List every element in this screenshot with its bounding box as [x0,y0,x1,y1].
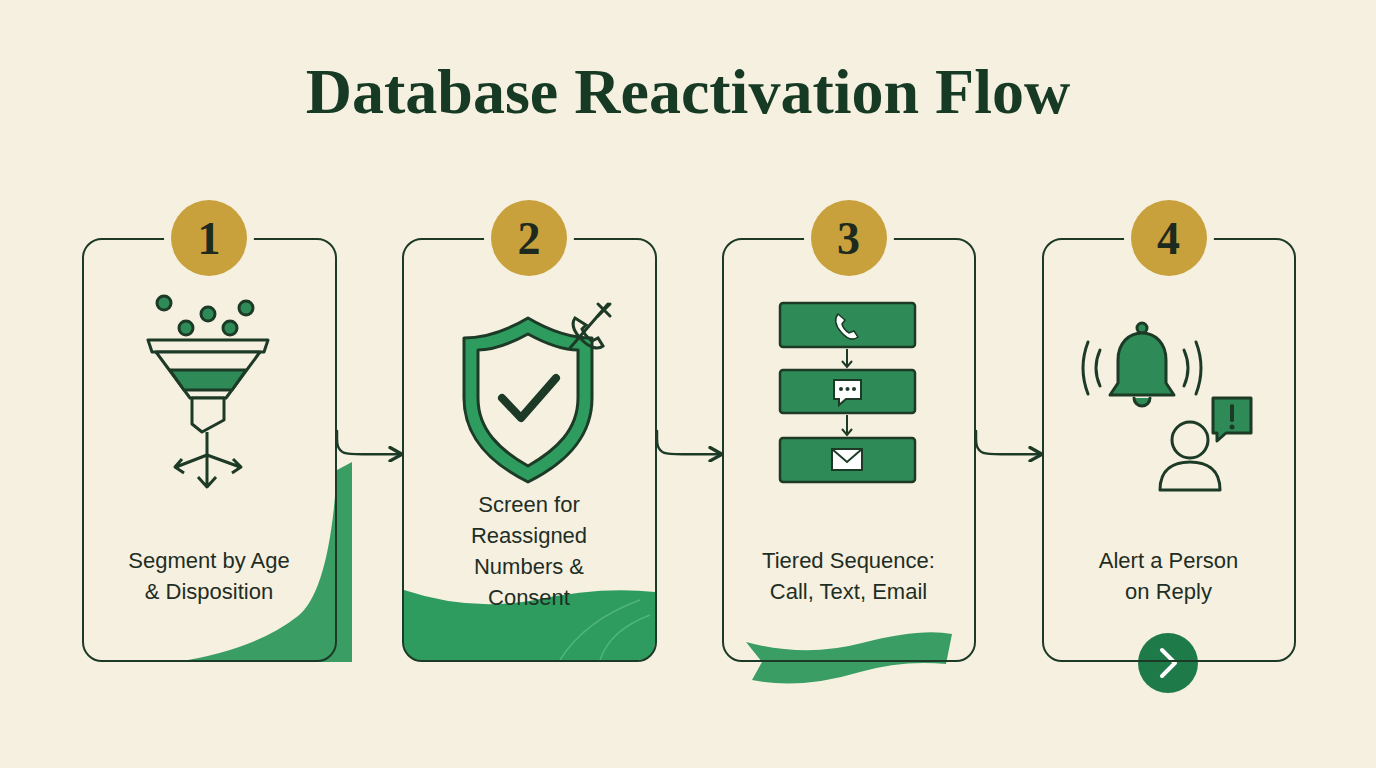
process-box: 3Tiered Sequence: Call, Text, Email [722,238,976,662]
funnel-icon [192,398,224,432]
alert-icon [1213,398,1251,441]
sequence-icon [846,387,850,391]
alert-icon [1160,462,1220,490]
flow-arrow [337,431,402,454]
alert-icon [1230,406,1234,420]
alert-icon [1134,398,1150,406]
step-number: 1 [171,200,247,276]
alert-icon [1172,422,1208,458]
sequence-icon [780,303,915,347]
next-button [1138,633,1198,693]
funnel-icon [148,340,268,352]
blocked-phone-icon [598,304,610,316]
blocked-phone-icon [573,318,603,348]
next-button [1162,650,1175,676]
sequence-icon [852,387,856,391]
funnel-icon [207,455,241,473]
funnel-icon [156,352,260,398]
shield-icon [502,378,556,418]
funnel-icon [170,370,246,390]
funnel-icon [148,296,268,487]
funnel-icon [201,307,215,321]
step-number: 2 [491,200,567,276]
sequence-icon [839,387,843,391]
alert-icon [1083,342,1100,394]
process-box: 4Alert a Person on Reply [1042,238,1296,662]
flow-arrow [657,431,722,454]
sequence-icon [832,449,862,462]
ribbon [746,632,952,683]
funnel-icon [239,301,253,315]
funnel-icon [175,455,207,473]
step-number: 4 [1131,200,1207,276]
bottom-fill [560,600,650,660]
alert-icon [1230,425,1235,430]
step-number: 3 [811,200,887,276]
sequence-icon [834,380,861,405]
sequence-icon [780,438,915,482]
blocked-phone-icon [570,304,610,348]
sequence-icon [780,303,915,482]
step-label: Segment by Age & Disposition [123,545,295,607]
shield-icon [478,334,578,466]
sequence-icon [842,415,852,435]
process-box: 2Screen for Reassigned Numbers & Consent [402,238,657,662]
ribbon [746,632,952,683]
diagram-title: Database Reactivation Flow [0,52,1376,132]
step-label: Alert a Person on Reply [1089,545,1249,607]
flow-arrow [976,431,1042,454]
funnel-icon [223,321,237,335]
step-label: Screen for Reassigned Numbers & Consent [464,489,594,613]
next-button [1138,633,1198,693]
alert-icon [1083,323,1251,490]
sequence-icon [836,314,858,339]
step-label: Tiered Sequence: Call, Text, Email [749,545,949,607]
sequence-icon [842,349,852,367]
sequence-icon [780,370,915,413]
funnel-icon [179,321,193,335]
alert-icon [1110,333,1174,395]
alert-icon [1184,342,1201,394]
sequence-icon [832,449,862,470]
funnel-icon [157,296,171,310]
funnel-icon [198,432,216,487]
process-box: 1Segment by Age & Disposition [82,238,337,662]
